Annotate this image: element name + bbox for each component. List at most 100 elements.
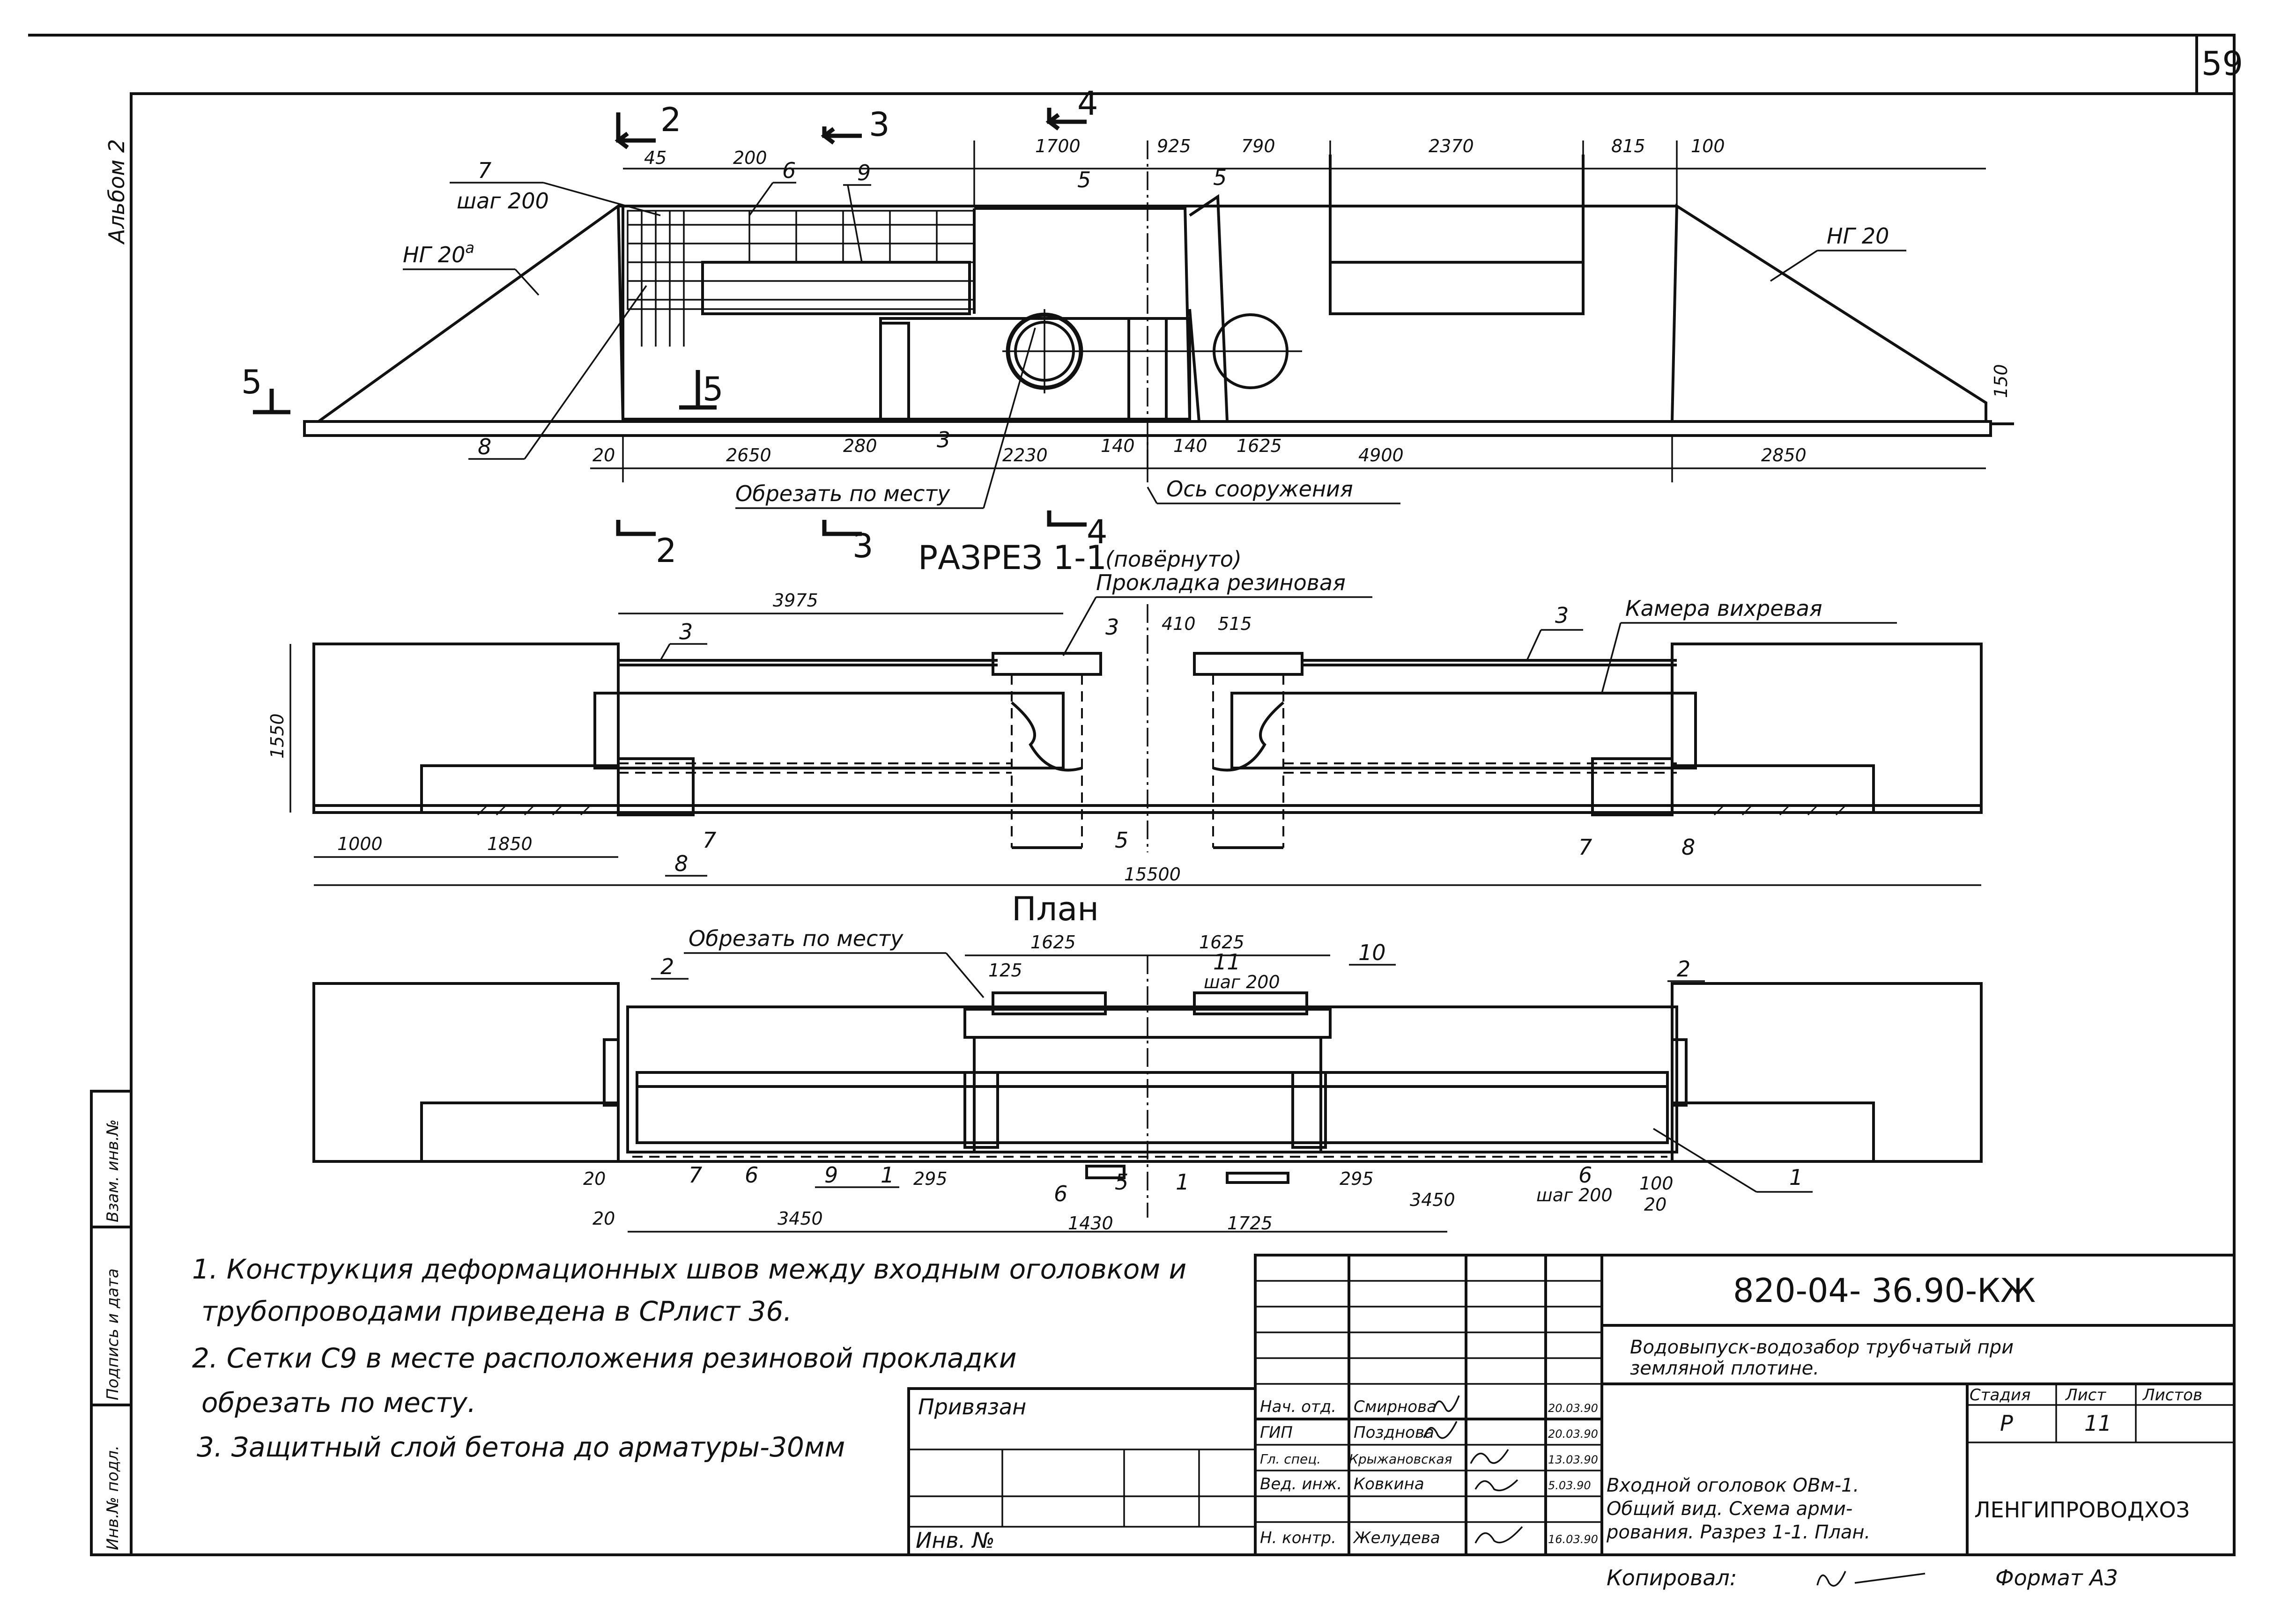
section-mark-4-top: 4 [1077, 84, 1098, 123]
plan-dim-20b: 20 [583, 1168, 606, 1189]
note-2b: обрезать по месту. [201, 1387, 476, 1419]
org-name: ЛЕНГИПРОВОДХОЗ [1974, 1497, 2190, 1523]
name-2: Крыжановская [1349, 1451, 1452, 1467]
stamp-inv-podl: Инв.№ подл. [104, 1445, 122, 1550]
plan-dim-step: шаг 200 [1204, 972, 1280, 992]
privyazan-label: Привязан [918, 1394, 1026, 1419]
project-title-2: земляной плотине. [1630, 1358, 1819, 1379]
plan-dim-20c: 20 [593, 1208, 615, 1229]
label-7: 7 [478, 158, 491, 183]
label-5a: 5 [1077, 167, 1091, 192]
note-1b: трубопроводами приведена в СРлист 36. [201, 1295, 792, 1327]
section-title: РАЗРЕЗ 1-1 [918, 539, 1107, 577]
rebar-grid [627, 210, 975, 347]
role-1: ГИП [1260, 1423, 1293, 1442]
plan-title: План [1012, 890, 1099, 928]
plan-dim-1725: 1725 [1227, 1213, 1273, 1234]
plan-view: План Обрезать по месту 1625 1625 1 [312, 890, 1983, 1234]
dim-3975: 3975 [773, 590, 818, 611]
sheet-no-value: 11 [2084, 1411, 2112, 1436]
note-3: 3. Защитный слой бетона до арматуры-30мм [197, 1431, 845, 1463]
dim-200: 200 [733, 148, 767, 168]
sec-label-3c: 3 [1555, 603, 1569, 628]
label-ng-left: НГ 20а [403, 239, 474, 267]
dim-2650: 2650 [726, 445, 771, 466]
plan-label-7: 7 [689, 1162, 702, 1188]
label-8: 8 [478, 434, 491, 459]
project-title-1: Водовыпуск-водозабор трубчатый при [1630, 1337, 2014, 1358]
plan-label-6a: 6 [745, 1162, 758, 1188]
plan-dim-1625a: 1625 [1030, 932, 1076, 953]
top-view: 45 200 1700 925 790 2370 815 100 20 2650… [241, 84, 2014, 570]
label-vortex: Камера вихревая [1625, 596, 1822, 621]
date-0: 20.03.90 [1548, 1402, 1598, 1415]
plan-dim-295b: 295 [1340, 1168, 1374, 1189]
label-step-200: шаг 200 [457, 188, 549, 214]
notes: 1. Конструкция деформационных швов между… [192, 1253, 1186, 1463]
dim-1850: 1850 [487, 834, 533, 854]
inv-label: Инв. № [916, 1528, 995, 1553]
plan-label-2a: 2 [660, 954, 674, 979]
name-3: Ковкина [1354, 1475, 1424, 1493]
dim-515: 515 [1218, 614, 1252, 634]
plan-dim-1625b: 1625 [1199, 932, 1244, 953]
label-5b: 5 [1213, 165, 1227, 190]
plan-label-11: 11 [1213, 949, 1241, 975]
dim-1700: 1700 [1035, 136, 1081, 156]
sec-label-8b: 8 [1681, 835, 1695, 860]
date-2: 13.03.90 [1548, 1453, 1598, 1466]
section-mark-2-top: 2 [660, 101, 681, 139]
page-number: 59 [2201, 44, 2243, 83]
signature-smirnova [1432, 1395, 1460, 1412]
section-subtitle: (повёрнуто) [1105, 547, 1242, 572]
signature-zheludeva [1474, 1526, 1523, 1544]
dim-815: 815 [1611, 136, 1645, 156]
ground-hatch [477, 805, 1846, 816]
plan-label-1a: 1 [881, 1162, 894, 1188]
sec-label-3b: 3 [1105, 614, 1119, 640]
plan-dim-3450b: 3450 [1410, 1190, 1455, 1210]
plan-label-5: 5 [1115, 1169, 1128, 1195]
date-3: 5.03.90 [1548, 1479, 1591, 1492]
label-cut-top: Обрезать по месту [735, 481, 950, 506]
ng-left-sup: а [465, 239, 474, 257]
sec-label-8a: 8 [674, 851, 688, 876]
dim-410: 410 [1162, 614, 1196, 634]
plan-label-9: 9 [824, 1162, 838, 1188]
dim-280: 280 [843, 436, 877, 456]
ng-left-text: НГ 20 [403, 242, 465, 267]
sheet-title-3: рования. Разрез 1-1. План. [1606, 1522, 1870, 1543]
name-4: Желудева [1353, 1529, 1440, 1547]
section-1-1: РАЗРЕЗ 1-1 (повёрнуто) Прокладка резинов… [267, 539, 1983, 886]
plan-label-step: шаг 200 [1536, 1185, 1613, 1205]
dim-2370: 2370 [1429, 136, 1474, 156]
role-0: Нач. отд. [1260, 1397, 1336, 1416]
sheet-title-1: Входной оголовок ОВм-1. [1607, 1475, 1859, 1496]
role-4: Н. контр. [1260, 1529, 1336, 1547]
label-axis: Ось сооружения [1166, 476, 1353, 502]
label-9: 9 [857, 160, 871, 185]
label-3: 3 [937, 427, 950, 452]
sec-label-7b: 7 [1578, 835, 1592, 860]
date-1: 20.03.90 [1548, 1427, 1598, 1441]
plan-dim-100: 100 [1639, 1173, 1674, 1194]
label-6: 6 [782, 158, 796, 183]
sheet-header: Лист [2065, 1386, 2106, 1404]
dim-20: 20 [593, 445, 615, 466]
note-1a: 1. Конструкция деформационных швов между… [192, 1253, 1186, 1285]
sheets-header: Листов [2142, 1386, 2202, 1404]
signature-pozdnova [1423, 1421, 1458, 1439]
dim-15500: 15500 [1124, 864, 1181, 885]
dim-925: 925 [1157, 136, 1191, 156]
plan-dim-3450a: 3450 [778, 1208, 823, 1229]
copied-signature [1816, 1571, 1926, 1587]
plan-dim-1430: 1430 [1068, 1213, 1113, 1234]
format-label: Формат А3 [1995, 1565, 2118, 1590]
dim-2230: 2230 [1002, 445, 1048, 466]
dim-140b: 140 [1173, 436, 1207, 456]
section-mark-3-top: 3 [869, 105, 890, 144]
plan-label-6b: 6 [1054, 1181, 1067, 1206]
stamp-signature-date: Подпись и дата [104, 1268, 122, 1400]
name-1: Позднова [1354, 1423, 1434, 1442]
